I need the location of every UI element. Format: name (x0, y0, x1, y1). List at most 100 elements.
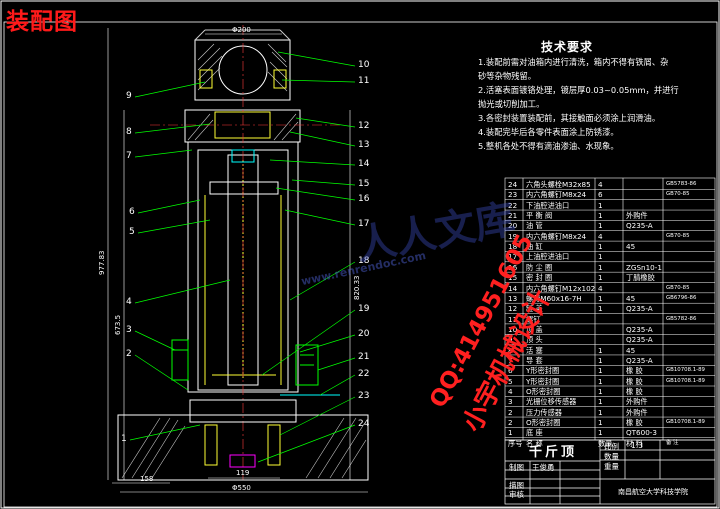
bom-cell: Q235-A (626, 304, 653, 314)
bom-cell: 橡 胶 (626, 418, 643, 428)
bom-cell: 丁腈橡胶 (626, 273, 655, 283)
callout-5: 5 (129, 227, 135, 237)
bom-cell: 1 (598, 304, 603, 314)
inner-frame (3, 21, 718, 508)
bom-header-cell: 数量 (598, 438, 613, 448)
bom-cell: GB6796-86 (666, 294, 697, 301)
requirement-line: 抛光或切削加工。 (478, 99, 545, 109)
bom-cell: QT600-3 (626, 428, 657, 438)
title-block-grid (504, 439, 716, 505)
bom-cell: GB5783-86 (666, 181, 697, 187)
bom-cell: 1 (598, 242, 603, 252)
bom-cell: 14 (508, 283, 518, 293)
bom-cell: Q235-A (626, 221, 653, 231)
bom-cell: O形密封圈 (526, 387, 561, 396)
bom-cell: 1 (598, 355, 603, 365)
bom-cell: 23 (508, 190, 518, 200)
bom-cell: GB10708.1-89 (666, 377, 705, 384)
bom-cell: 21 (508, 211, 518, 221)
weight-label: 重量 (604, 462, 619, 471)
bom-cell: 外购件 (626, 397, 648, 407)
bom-cell: Q235-A (626, 355, 653, 365)
bom-cell: 4 (508, 387, 513, 396)
bom-cell: 下油腔进油口 (526, 200, 570, 210)
bom-cell: 18 (508, 242, 518, 252)
checked-label: 审核 (509, 490, 524, 499)
bom-cell: 油 管 (526, 221, 543, 231)
requirement-line: 3.各密封装置装配前，其接触面必须涂上润滑油。 (478, 113, 661, 123)
bom-cell: 2 (508, 418, 513, 428)
bom-header-cell: 序号 (508, 438, 523, 448)
bom-cell: 45 (626, 293, 636, 303)
bom-cell: 19 (508, 231, 518, 241)
bom-cell: 8 (508, 345, 513, 355)
bom-cell: 导 套 (526, 355, 543, 365)
bom-cell: 1 (598, 397, 603, 407)
bom-cell: 油 缸 (526, 242, 543, 252)
bom-cell: 9 (508, 335, 513, 345)
drawn-by: 王俊勇 (532, 463, 555, 472)
callout-3: 3 (126, 325, 132, 335)
bom-cell: 顶 盖 (526, 324, 543, 334)
bom-cell: 防 尘 圈 (526, 262, 553, 272)
ram-head (194, 29, 291, 101)
leaders-left (129, 81, 231, 441)
callout-12: 12 (358, 121, 370, 131)
bom-cell: 橡 胶 (626, 387, 643, 396)
bom-cell: 1 (598, 200, 603, 210)
bom-header-cell: 备 注 (666, 439, 679, 446)
bom-cell: 13 (508, 293, 518, 303)
callout-17: 17 (358, 219, 370, 229)
bom-cell: 橡 胶 (626, 366, 643, 376)
bom-cell: 16 (508, 262, 518, 272)
bom-cell: 内六角螺钉M12x102 (526, 283, 596, 293)
dimension-lines (107, 28, 368, 493)
callout-16: 16 (358, 194, 370, 204)
bom-cell: GB70-85 (666, 284, 690, 291)
bom-cell: 24 (508, 180, 518, 189)
traced-label: 描图 (509, 481, 524, 490)
bom-cell: 17 (508, 252, 518, 262)
callout-18: 18 (358, 256, 370, 266)
bom-cell: ZGSn10-1 (626, 262, 662, 272)
bom-cell: 6 (598, 190, 603, 200)
bom-cell: 1 (598, 428, 603, 438)
bom-cell: 45 (626, 242, 636, 252)
bom-cell: 密 封 圈 (526, 273, 553, 283)
bom-cell: 1 (598, 273, 603, 283)
bom-cell: GB70-85 (666, 191, 690, 198)
bom-cell: 1 (598, 376, 603, 386)
bom-cell: 5 (508, 376, 513, 386)
bom-cell: Q235-A (626, 324, 653, 334)
bom-cell: 光栅位移传感器 (526, 397, 577, 407)
bom-cell: 2 (508, 407, 513, 417)
bom-cell: 六角头螺栓M32x85 (526, 180, 591, 189)
bom-cell: 20 (508, 221, 518, 231)
bom-cell: 外购件 (626, 211, 648, 221)
cylinder-cap (184, 109, 301, 143)
bom-cell: GB10708.1-89 (666, 367, 705, 374)
ratio-label: 比例 (604, 442, 619, 451)
bom-cell: 3 (508, 397, 513, 407)
bom-cell: 橡 胶 (626, 376, 643, 386)
bom-cell: 1 (598, 262, 603, 272)
bom-cell: 22 (508, 200, 518, 210)
drawing-type-stamp: 装配图 (6, 9, 78, 35)
school-name: 南昌航空大学科技学院 (618, 488, 688, 496)
bom-cell: 15 (508, 273, 518, 283)
ratio-value: 1:3 (631, 441, 644, 450)
bom-cell: Y形密封圈 (526, 376, 560, 386)
bom-cell: O形密封圈 (526, 418, 561, 428)
callout-9: 9 (126, 91, 132, 101)
bom-cell: 12 (508, 304, 518, 314)
bom-cell: 4 (598, 231, 603, 241)
bom-cell: 11 (508, 314, 518, 324)
callout-23: 23 (358, 391, 370, 401)
bom-cell: 活 塞 (526, 345, 543, 355)
bom-cell: 45 (626, 345, 636, 355)
dim-mid-height: 673.5 (114, 314, 122, 335)
callout-11: 11 (358, 76, 370, 86)
bom-cell: 内六角螺钉M8x24 (526, 231, 587, 241)
bom-cell: 1 (598, 366, 603, 376)
callout-20: 20 (358, 329, 370, 339)
